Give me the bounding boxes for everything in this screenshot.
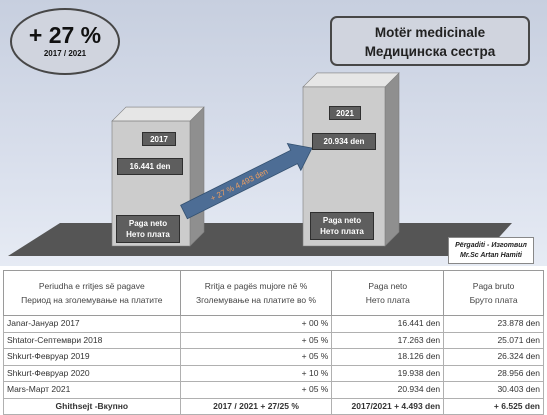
total-increase: 2017 / 2021 + 27/25 % [179, 397, 333, 415]
cell-period: Mars-Март 2021 [3, 381, 181, 399]
chart-graphic: + 27 % 4.493 den [8, 72, 512, 256]
table-total-row: Ghithsejt -Вкупно 2017 / 2021 + 27/25 % … [3, 397, 544, 415]
growth-arrow-label: + 27 % 4.493 den [209, 167, 269, 203]
table-row: Shkurt-Февруар 2019 + 05 % 18.126 den 26… [3, 348, 544, 366]
header-net-sq: Paga neto [368, 281, 408, 291]
cell-net: 16.441 den [331, 315, 445, 333]
cell-net: 17.263 den [331, 331, 445, 349]
cell-gross: 23.878 den [443, 315, 544, 333]
cell-period: Janar-Јануар 2017 [3, 315, 181, 333]
header-increase: Rritja e pagës mujore në % Зголемување на… [179, 270, 333, 316]
author-label: Përgaditi - Изготвил [455, 242, 527, 249]
table-row: Shkurt-Февруар 2020 + 10 % 19.938 den 28… [3, 364, 544, 382]
cell-gross: 26.324 den [443, 348, 544, 366]
cell-gross: 30.403 den [443, 381, 544, 399]
cell-period: Shkurt-Февруар 2019 [3, 348, 181, 366]
cell-net: 18.126 den [331, 348, 445, 366]
bar-caption-2021-line2: Нето плата [320, 227, 364, 236]
cell-net: 20.934 den [331, 381, 445, 399]
table-row: Janar-Јануар 2017 + 00 % 16.441 den 23.8… [3, 315, 544, 333]
bar-side-2021 [384, 72, 400, 247]
growth-percent: + 27 % [28, 22, 102, 48]
profession-title-box: Motër medicinale Медицинска сестра [330, 16, 530, 66]
bar-year-label-2017: 2017 [142, 132, 176, 146]
header-period-sq: Periudha e rritjes së pagave [38, 281, 145, 291]
growth-years: 2017 / 2021 [43, 49, 87, 58]
bar-top-2021 [302, 72, 400, 88]
header-gross-mk: Бруто плата [469, 295, 518, 305]
growth-arrow-shape [180, 142, 313, 220]
cell-gross: 28.956 den [443, 364, 544, 382]
growth-badge: + 27 % 2017 / 2021 [10, 8, 120, 75]
bar-front-2017 [111, 120, 191, 247]
bar-side-2017 [189, 106, 205, 247]
bar-year-label-2021: 2021 [329, 106, 361, 120]
table-row: Shtator-Септември 2018 + 05 % 17.263 den… [3, 331, 544, 349]
bar-front-2021 [302, 86, 386, 247]
total-label: Ghithsejt -Вкупно [3, 397, 181, 415]
cell-period: Shtator-Септември 2018 [3, 331, 181, 349]
bar-caption-2021: Paga neto Нето плата [310, 212, 374, 240]
bar-value-label-2017: 16.441 den [117, 158, 183, 175]
cell-increase: + 10 % [179, 364, 333, 382]
header-net-mk: Нето плата [365, 295, 410, 305]
cell-increase: + 00 % [179, 315, 333, 333]
header-increase-sq: Rritja e pagës mujore në % [204, 281, 308, 291]
total-gross: + 6.525 den [443, 397, 544, 415]
header-gross-sq: Paga bruto [472, 281, 515, 291]
header-increase-mk: Зголемување на платите во % [195, 295, 317, 305]
bar-caption-2017-line2: Нето плата [126, 230, 170, 239]
title-albanian: Motër medicinale [374, 25, 486, 40]
cell-gross: 25.071 den [443, 331, 544, 349]
bar-caption-2017-line1: Paga neto [128, 219, 168, 228]
bar-2021 [302, 72, 400, 247]
total-net: 2017/2021 + 4.493 den [331, 397, 445, 415]
cell-period: Shkurt-Февруар 2020 [3, 364, 181, 382]
table-row: Mars-Март 2021 + 05 % 20.934 den 30.403 … [3, 381, 544, 399]
bar-value-label-2021: 20.934 den [312, 133, 376, 150]
title-macedonian: Медицинска сестра [364, 44, 496, 59]
bar-caption-2017: Paga neto Нето плата [116, 215, 180, 243]
cell-increase: + 05 % [179, 348, 333, 366]
cell-net: 19.938 den [331, 364, 445, 382]
header-period-mk: Период на зголемување на платите [21, 295, 163, 305]
cell-increase: + 05 % [179, 331, 333, 349]
author-name: Mr.Sc Artan Hamiti [460, 252, 522, 259]
bar-top-2017 [111, 106, 205, 122]
author-credit: Përgaditi - Изготвил Mr.Sc Artan Hamiti [448, 237, 534, 264]
bar-caption-2021-line1: Paga neto [322, 216, 362, 225]
cell-increase: + 05 % [179, 381, 333, 399]
chart-floor [8, 223, 512, 256]
